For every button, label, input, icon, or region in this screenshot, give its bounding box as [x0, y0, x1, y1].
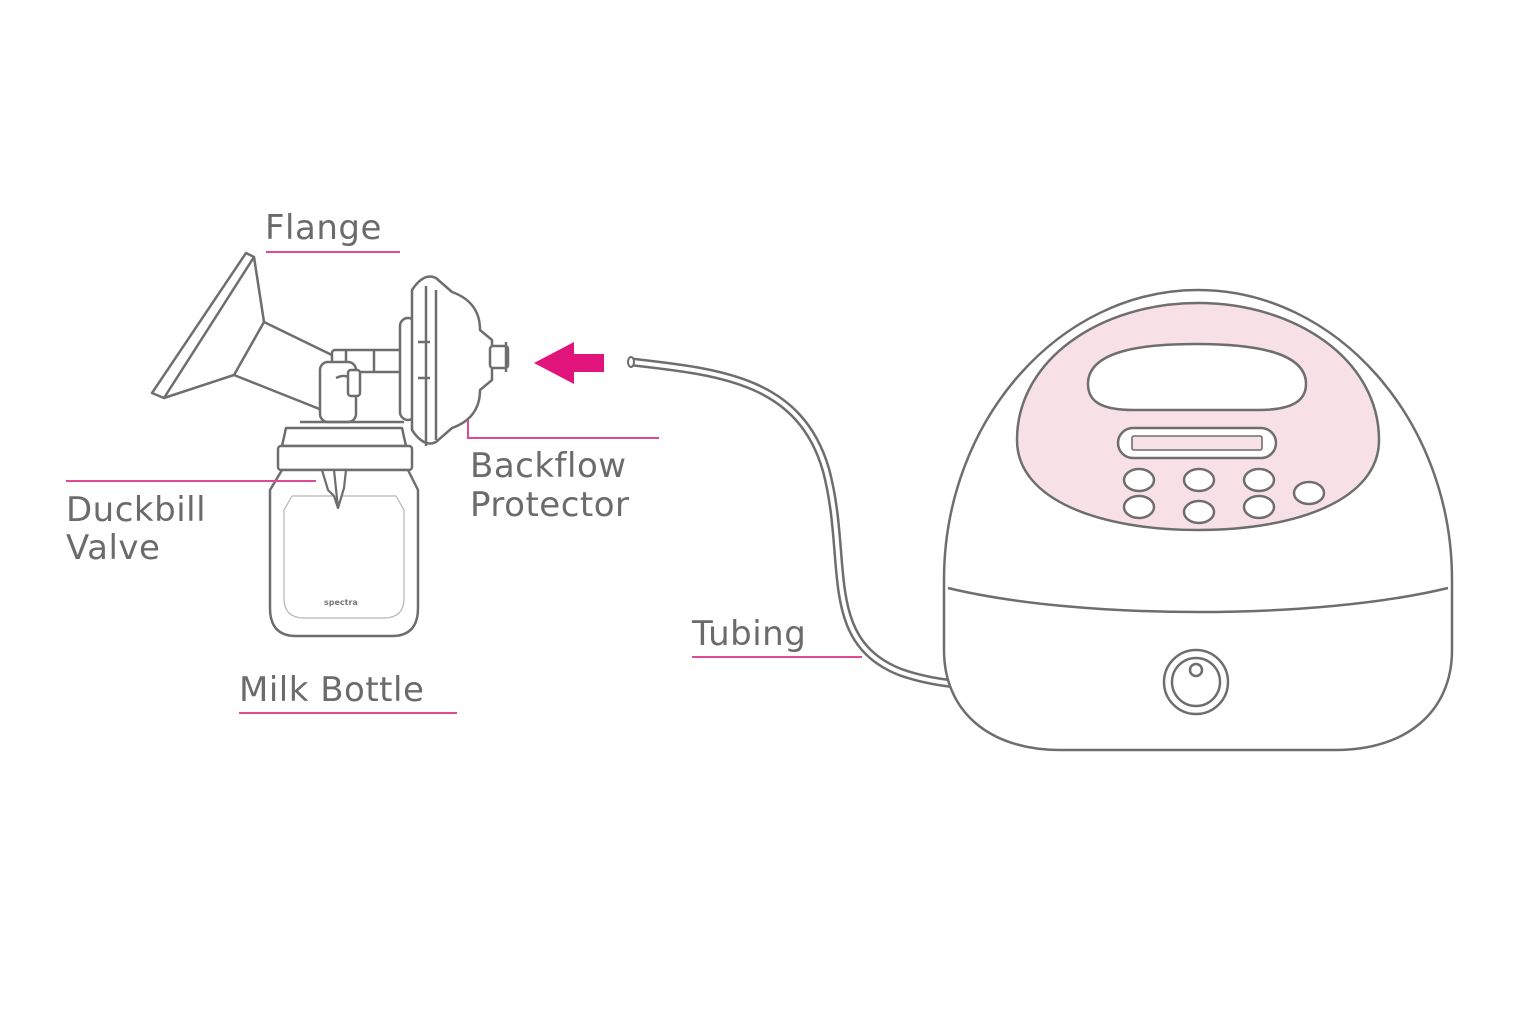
label-backflow-line2: Protector [470, 485, 630, 525]
handle-opening [1086, 342, 1308, 412]
label-backflow-line1: Backflow [470, 446, 627, 486]
label-duckbill-line2: Valve [66, 528, 161, 568]
backflow-protector-icon [398, 275, 510, 446]
leader-backflow-vertical [467, 420, 469, 438]
label-duckbill-line1: Duckbill [66, 490, 207, 530]
connector-icon [300, 348, 408, 424]
duckbill-valve-icon [320, 468, 348, 510]
leader-backflow-horizontal [467, 437, 659, 439]
control-buttons [1122, 467, 1326, 525]
underline-flange [266, 251, 400, 253]
label-tubing: Tubing [692, 614, 807, 654]
label-flange: Flange [265, 208, 382, 248]
flange-icon [150, 251, 340, 412]
bottle-brand-logo: spectra [324, 598, 358, 607]
pump-unit-icon [942, 288, 1454, 752]
label-milk-bottle: Milk Bottle [239, 670, 425, 710]
underline-milk-bottle [239, 712, 457, 714]
arrow-left-icon [534, 342, 604, 384]
milk-bottle-icon [268, 426, 420, 638]
leader-duckbill [66, 480, 316, 482]
tubing-port-icon [1162, 648, 1230, 716]
underline-tubing [692, 656, 862, 658]
